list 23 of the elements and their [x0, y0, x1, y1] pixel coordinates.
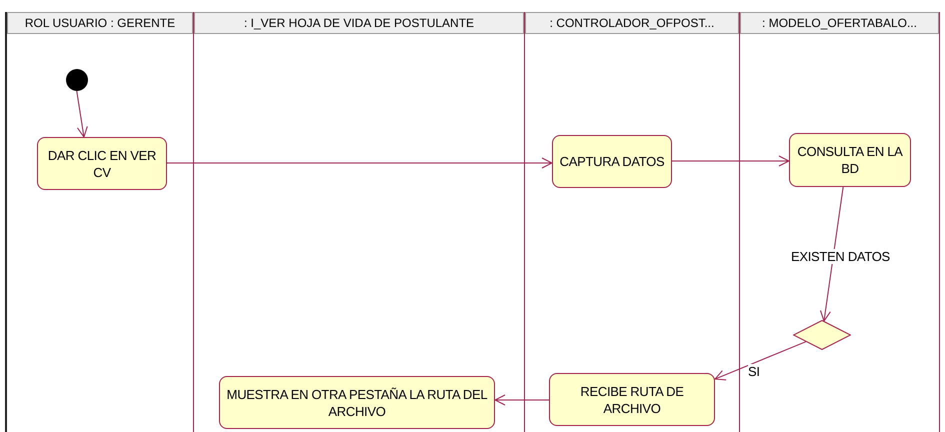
edge-label: EXISTEN DATOS	[791, 249, 890, 264]
activity-box: MUESTRA EN OTRA PESTAÑA LA RUTA DEL ARCHIVO	[219, 376, 495, 429]
swimlane	[740, 12, 940, 432]
activity-box: CONSULTA EN LA BD	[789, 133, 911, 187]
arrow	[164, 158, 552, 168]
lane-header: ROL USUARIO : GERENTE	[7, 12, 193, 34]
arrow	[820, 186, 844, 322]
decision-diamond	[793, 320, 851, 350]
lane-header: : CONTROLADOR_OFPOST...	[525, 12, 739, 34]
edge-label: SI	[748, 364, 760, 379]
lane-header: : I_VER HOJA DE VIDA DE POSTULANTE	[194, 12, 524, 34]
arrow	[494, 394, 550, 406]
swimlane	[194, 12, 525, 432]
lane-header: : MODELO_OFERTABALO...	[740, 12, 939, 34]
swimlane	[525, 12, 740, 432]
start-node	[66, 69, 88, 91]
arrow	[76, 90, 88, 138]
arrow	[714, 341, 806, 380]
activity-box: DAR CLIC EN VER CV	[37, 137, 167, 190]
activity-box: RECIBE RUTA DE ARCHIVO	[549, 373, 715, 426]
swimlane	[5, 12, 194, 432]
arrow	[672, 156, 790, 166]
activity-box: CAPTURA DATOS	[552, 135, 672, 188]
